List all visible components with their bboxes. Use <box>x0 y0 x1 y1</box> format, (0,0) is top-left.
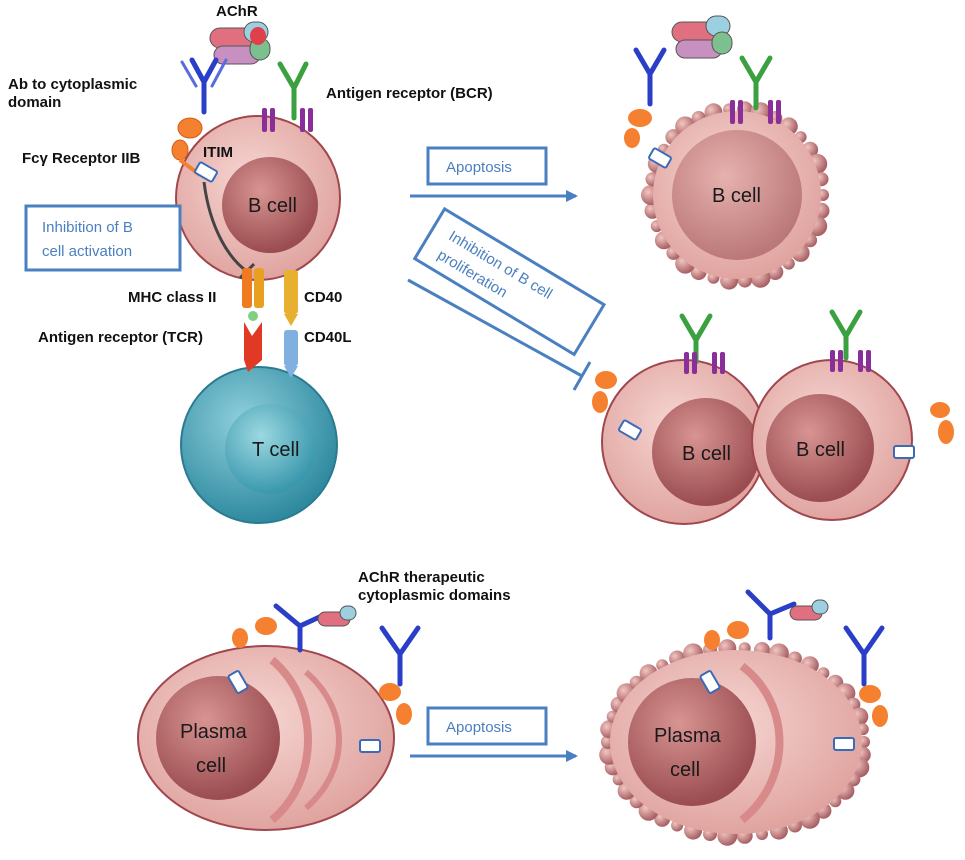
t-cell-nucleus <box>225 404 315 494</box>
plasma-cell-left-nucleus <box>156 676 280 800</box>
t-cell-label: T cell <box>252 439 299 461</box>
t-cell-group: T cell <box>180 366 338 524</box>
itim-plasma-right-2 <box>833 737 855 751</box>
b-cell-pair-left-nucleus <box>652 398 760 506</box>
bcr-icon <box>277 61 309 121</box>
plasma-cell-left-fc-icons <box>232 617 412 725</box>
inhibition-activation-line2: cell activation <box>42 243 132 260</box>
plasma-right-label-line1: Plasma <box>654 725 722 747</box>
tcr-label: Antigen receptor (TCR) <box>38 329 203 346</box>
apoptosis-top-arrow: Apoptosis <box>410 146 578 202</box>
fc-receptor-icon <box>171 117 203 161</box>
therapeutic-label-line2: cytoplasmic domains <box>358 587 511 604</box>
cd40-icon <box>284 270 298 326</box>
antibody-right-icon <box>633 47 667 107</box>
itim-icon <box>194 161 218 183</box>
b-cell-apoptotic-group: B cell <box>641 101 830 290</box>
achr-label: AChR <box>216 3 258 20</box>
itim-right-icon <box>648 147 672 169</box>
b-cell-pair-group: B cell B cell <box>601 359 913 525</box>
plasma-left-label-line2: cell <box>196 755 226 777</box>
plasma-cell-apoptotic-nucleus <box>628 678 756 806</box>
plasma-right-achr-icon <box>789 599 829 621</box>
ab-label-line2: domain <box>8 94 61 111</box>
itim-plasma-left-2 <box>359 739 381 753</box>
itim-plasma-left-1 <box>227 670 249 694</box>
b-cell-apoptotic-label: B cell <box>712 185 761 207</box>
cd40-label: CD40 <box>304 289 342 306</box>
bcr-signal-chains-icon <box>262 108 313 132</box>
apoptosis-bottom-label: Apoptosis <box>446 719 512 736</box>
bcr-right-icon <box>739 55 773 111</box>
bcr-label: Antigen receptor (BCR) <box>326 85 493 102</box>
apoptosis-bottom-arrow: Apoptosis <box>410 706 578 762</box>
mhc-label: MHC class II <box>128 289 216 306</box>
inhibition-activation-line1: Inhibition of B <box>42 219 133 236</box>
cd40l-icon <box>284 330 298 378</box>
b-cell-left-group: B cell <box>175 115 341 281</box>
plasma-right-label-line2: cell <box>670 759 700 781</box>
itim-pair-right-icon <box>893 445 915 459</box>
b-cell-pair-right-nucleus <box>766 394 874 502</box>
itim-label: ITIM <box>203 144 233 161</box>
inhibition-proliferation-arrow: Inhibition of B cell proliferation <box>407 206 607 391</box>
b-cell-apoptotic-nucleus <box>672 130 802 260</box>
inhibition-line-itim <box>202 181 249 274</box>
plasma-cell-left-er <box>269 656 312 824</box>
b-cell-left-nucleus <box>222 157 318 253</box>
tcr-icon <box>244 322 262 372</box>
itim-pair-left-icon <box>618 419 642 441</box>
apoptosis-top-label: Apoptosis <box>446 159 512 176</box>
antibody-icon <box>180 57 228 115</box>
itim-plasma-right-1 <box>699 670 721 694</box>
therapeutic-label-line1: AChR therapeutic <box>358 569 485 586</box>
fc-receptor-pair-icons <box>592 371 954 444</box>
bcr-right-chains-icon <box>730 100 781 124</box>
plasma-cell-left-group: Plasma cell <box>137 645 395 831</box>
inhibition-activation-box: Inhibition of B cell activation <box>24 204 182 272</box>
b-cell-pair-right-label: B cell <box>796 439 845 461</box>
achr-receptor-icon <box>209 21 271 65</box>
plasma-cell-apoptotic-group: Plasma cell <box>599 639 871 846</box>
ab-label-line1: Ab to cytoplasmic <box>8 76 137 93</box>
bcr-pair-chains-icon <box>684 350 871 374</box>
achr-receptor-right-icon <box>671 15 733 59</box>
plasma-cell-right-fc-icons <box>704 621 888 727</box>
plasma-left-label-line1: Plasma <box>180 721 248 743</box>
cd40l-label: CD40L <box>304 329 352 346</box>
mhc-class-ii-icon <box>242 268 264 321</box>
plasma-cell-right-antibodies <box>745 589 885 687</box>
plasma-left-achr-icon <box>317 605 357 627</box>
b-cell-pair-left-label: B cell <box>682 443 731 465</box>
fc-receptor-right-icon <box>624 109 652 148</box>
b-cell-left-label: B cell <box>248 195 297 217</box>
fc-receptor-label: Fcγ Receptor IIB <box>22 150 141 167</box>
